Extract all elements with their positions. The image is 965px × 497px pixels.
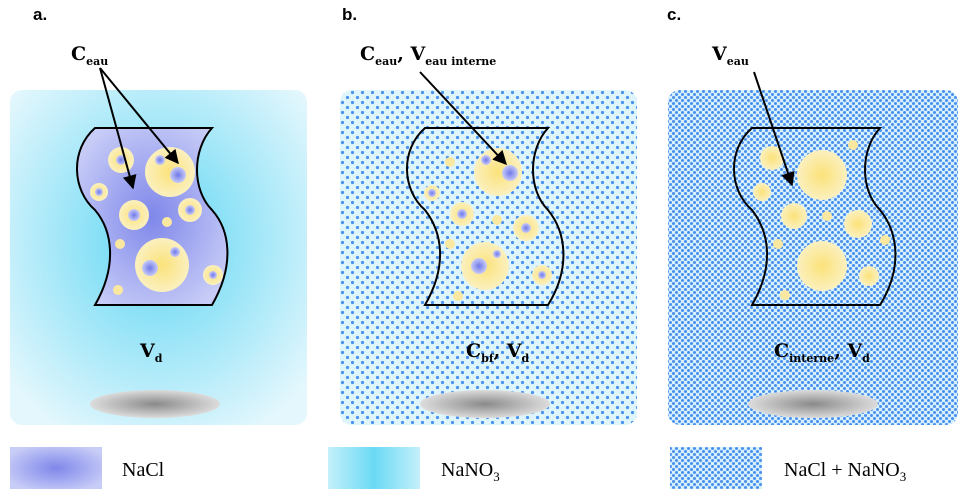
panel-b-disk <box>420 390 550 418</box>
legend-label-mix: NaCl + NaNO3 <box>784 459 906 484</box>
legend-label-nacl: NaCl <box>122 459 165 481</box>
panel-a: Ceau Vd <box>10 43 307 425</box>
legend-swatch-mix <box>670 447 762 489</box>
panel-a-bottom-label: Vd <box>139 340 163 365</box>
panel-a-top-label: Ceau <box>71 43 108 68</box>
panel-b-bottom-label: Cbf, Vd <box>466 340 530 365</box>
panel-b-arrow <box>419 71 507 166</box>
panel-b-pores <box>424 148 552 301</box>
panel-c-disk <box>748 390 878 418</box>
panel-b-letter: b. <box>342 5 357 24</box>
panel-c-pores <box>753 140 890 300</box>
panel-c-bottom-label: Cinterne, Vd <box>774 340 870 365</box>
panel-c-top-label: Veau <box>711 43 749 68</box>
legend-swatch-nano3 <box>328 447 420 489</box>
panel-b-membrane <box>406 127 565 306</box>
legend-label-nano3: NaNO3 <box>441 459 500 484</box>
legend: NaCl NaNO3 NaCl + NaNO3 <box>10 447 906 489</box>
panel-a-disk <box>90 390 220 418</box>
panel-a-letter: a. <box>33 5 47 24</box>
panel-a-arrow-2 <box>99 67 179 165</box>
panel-a-pores <box>90 147 223 295</box>
legend-swatch-nacl <box>10 447 102 489</box>
panel-c-membrane <box>733 127 897 306</box>
panel-a-arrow-1 <box>99 67 137 190</box>
panel-c: Veau Cinterne, Vd <box>668 43 958 425</box>
panel-c-arrow <box>753 71 795 187</box>
panel-b: Ceau, Veau interne Cbf, Vd <box>340 43 637 425</box>
panel-c-letter: c. <box>667 5 681 24</box>
panel-b-top-label: Ceau, Veau interne <box>360 43 496 68</box>
